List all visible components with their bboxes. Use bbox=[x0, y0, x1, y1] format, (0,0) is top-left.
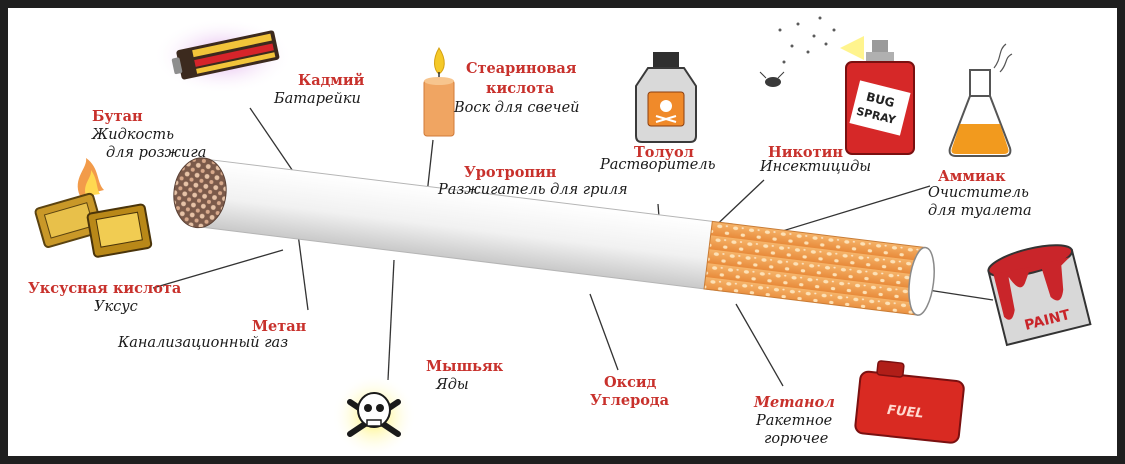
nicotine-name: Никотин bbox=[768, 144, 843, 161]
ammonia-name: Аммиак bbox=[938, 168, 1006, 185]
ammonia-use-line-1: Очиститель bbox=[928, 185, 1029, 201]
urotropin-use: Разжигатель для гриля bbox=[438, 182, 628, 198]
cadmium-use: Батарейки bbox=[274, 91, 361, 107]
arsenic-use: Яды bbox=[436, 377, 469, 393]
acetic-acid-name: Уксусная кислота bbox=[28, 280, 182, 297]
methane-name: Метан bbox=[252, 318, 307, 335]
butane-use-line-2: для розжига bbox=[106, 145, 207, 161]
stearic-acid-name-line-2: кислота bbox=[486, 80, 555, 97]
acetic-acid-use: Уксус bbox=[94, 299, 138, 315]
methanol-use-line-1: Ракетное bbox=[756, 413, 833, 429]
diagram-illustration: BUG SPRAY PAINT FUEL bbox=[34, 16, 1092, 456]
carbon-oxide-name-line-2: Углерода bbox=[590, 392, 669, 409]
butane-name: Бутан bbox=[92, 108, 143, 125]
methanol-name: Метанол bbox=[754, 394, 835, 411]
butane-use-line-1: Жидкость bbox=[92, 127, 174, 143]
arsenic-name: Мышьяк bbox=[426, 358, 504, 375]
carbon-oxide-name-line-1: Оксид bbox=[604, 374, 657, 391]
toluene-use: Растворитель bbox=[600, 157, 716, 173]
nicotine-use: Инсектициды bbox=[760, 159, 872, 175]
cadmium-name: Кадмий bbox=[298, 72, 365, 89]
bug-spray-text-1: BUG bbox=[865, 90, 896, 111]
fuel-can-text: FUEL bbox=[886, 403, 924, 422]
methane-use: Канализационный газ bbox=[118, 335, 289, 351]
stearic-acid-use: Воск для свечей bbox=[454, 100, 580, 116]
ammonia-use-line-2: для туалета bbox=[928, 203, 1032, 219]
urotropin-name: Уротропин bbox=[464, 164, 557, 181]
methanol-use-line-2: горючее bbox=[764, 431, 829, 447]
toluene-name: Толуол bbox=[634, 144, 694, 161]
stearic-acid-name-line-1: Стеариновая bbox=[466, 60, 577, 77]
